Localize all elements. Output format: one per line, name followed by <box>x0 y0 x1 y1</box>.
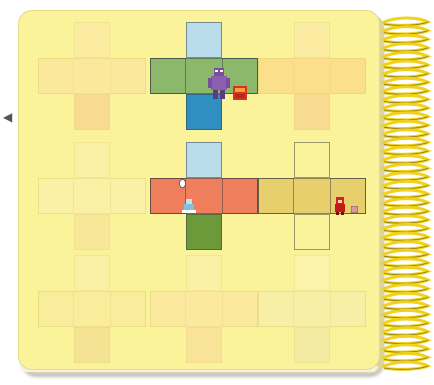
bottom-square <box>74 94 110 130</box>
bottom-square <box>74 214 110 250</box>
cross-piece-row2-right[interactable] <box>258 142 366 250</box>
top-square <box>294 22 330 58</box>
egg-icon <box>179 179 186 188</box>
bottom-square <box>294 214 330 250</box>
left-square <box>258 58 294 94</box>
cross-piece-row2-center[interactable] <box>150 142 258 250</box>
top-square <box>74 142 110 178</box>
bottom-square <box>294 327 330 363</box>
red-cabinet-icon <box>233 86 247 100</box>
cross-piece-row2-left <box>38 142 146 250</box>
cross-piece-row1-right <box>258 22 366 130</box>
left-square <box>38 291 74 327</box>
left-square <box>258 291 294 327</box>
cross-piece-row1-center[interactable] <box>150 22 258 130</box>
right-square <box>330 291 366 327</box>
ogre-character-icon <box>208 68 230 100</box>
small-bag-icon <box>351 206 358 213</box>
bottom-square <box>186 214 222 250</box>
left-square <box>38 58 74 94</box>
cross-piece-row3-left <box>38 255 146 363</box>
cross-piece-row3-right <box>258 255 366 363</box>
right-square <box>110 291 146 327</box>
top-square <box>186 142 222 178</box>
right-square <box>110 58 146 94</box>
bottom-square <box>186 327 222 363</box>
red-hooded-character-icon <box>334 197 346 215</box>
top-square <box>294 142 330 178</box>
top-square <box>186 255 222 291</box>
left-square <box>258 178 294 214</box>
spiral-binding <box>378 14 434 374</box>
bottom-square <box>294 94 330 130</box>
cross-piece-row3-center <box>150 255 258 363</box>
top-square <box>294 255 330 291</box>
cross-piece-row1-left <box>38 22 146 130</box>
right-square <box>222 178 258 214</box>
left-square <box>150 58 186 94</box>
left-square <box>38 178 74 214</box>
right-square <box>330 58 366 94</box>
right-square <box>110 178 146 214</box>
right-square <box>222 291 258 327</box>
top-square <box>186 22 222 58</box>
bottom-square <box>74 327 110 363</box>
left-square <box>150 291 186 327</box>
top-square <box>74 22 110 58</box>
page-marker-icon: ◀ <box>3 110 12 124</box>
player-character-icon[interactable] <box>182 199 196 213</box>
top-square <box>74 255 110 291</box>
